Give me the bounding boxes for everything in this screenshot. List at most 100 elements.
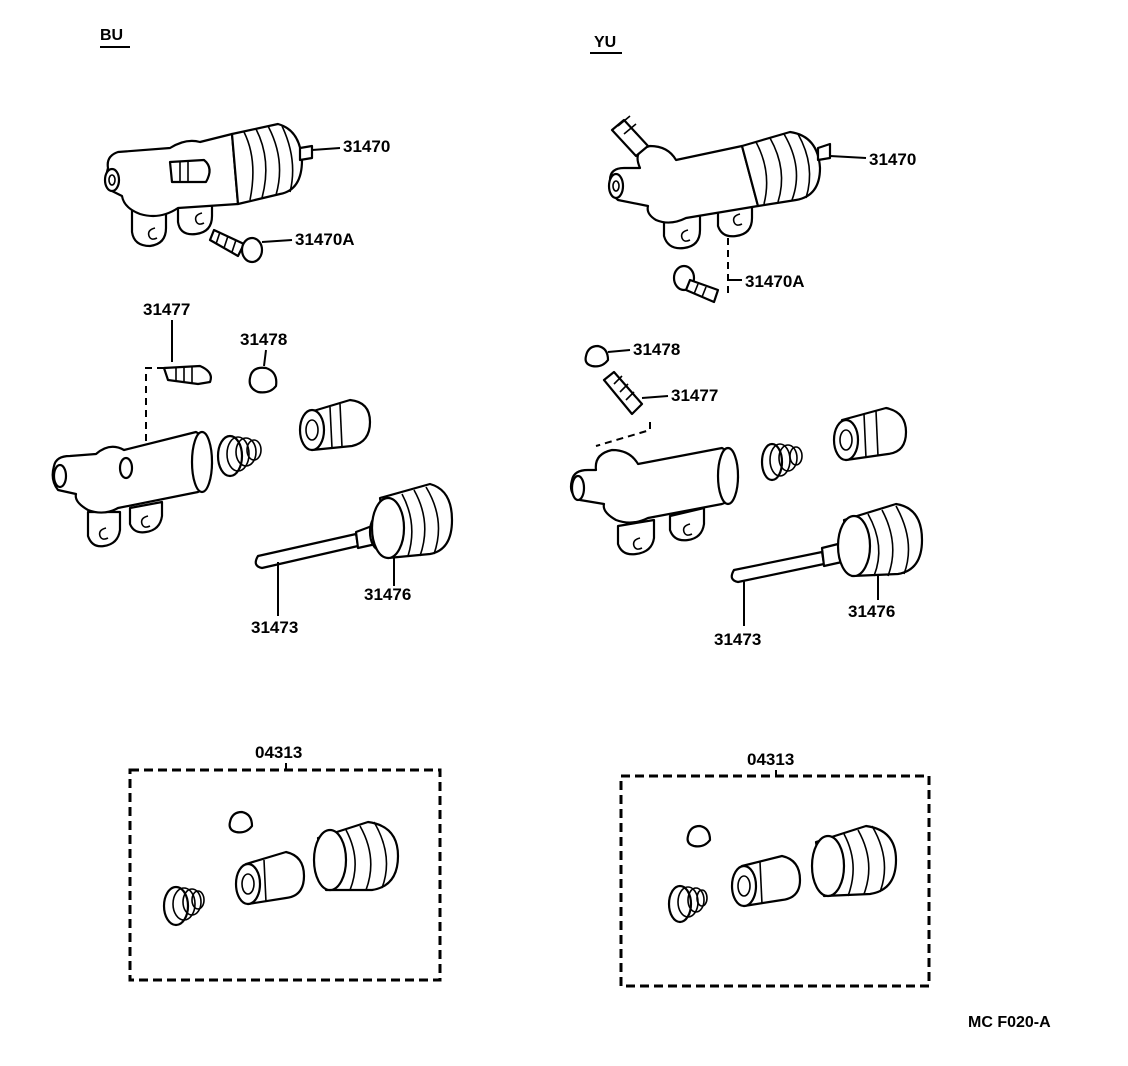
yu-assy-bleeder-thread-1 xyxy=(617,115,631,127)
yu-body-outline xyxy=(569,446,740,524)
yu-bleeder-cap-label: 31478 xyxy=(633,340,680,359)
bu-cylinder-assembly: 31470 xyxy=(103,122,390,248)
yu-assy-bleeder xyxy=(610,118,650,158)
yu-bleeder-cap-body xyxy=(584,344,610,368)
bu-bolt-shank xyxy=(208,228,246,258)
bu-repair-kit-label: 04313 xyxy=(255,743,302,762)
yu-spring-coil-4 xyxy=(789,446,803,466)
bu-kit-boot-rib-1 xyxy=(345,829,356,891)
bu-cylinder-label: 31470 xyxy=(343,137,390,156)
yu-kit-spring-coil-1 xyxy=(667,884,693,924)
yu-push-rod-label: 31473 xyxy=(714,630,761,649)
bu-assy-boot xyxy=(230,122,304,206)
bu-kit-boot-rib-2 xyxy=(359,825,372,891)
yu-bleeder-plug-body xyxy=(602,370,644,416)
bu-bleeder-plug: 31477 xyxy=(143,300,212,386)
yu-cylinder-body xyxy=(569,446,740,556)
yu-repair-kit-label: 04313 xyxy=(747,750,794,769)
yu-body-bore xyxy=(716,446,740,506)
bu-piston-groove-2 xyxy=(339,403,343,448)
bu-assy-rod-tip xyxy=(298,144,314,162)
bu-kit-piston xyxy=(244,850,306,906)
yu-assy-ear-1-hole xyxy=(680,229,691,242)
diagram-code: MC F020-A xyxy=(968,1014,1051,1031)
yu-bolt-shank xyxy=(684,278,720,304)
yu-spring-coil-1 xyxy=(760,442,784,482)
bu-kit-spring-coil-1 xyxy=(162,885,190,927)
yu-kit-piston-face xyxy=(730,864,758,908)
yu-bleeder-plug-label: 31477 xyxy=(671,386,718,405)
yu-bolt-thread-2 xyxy=(701,286,707,298)
bu-body-bleed-port xyxy=(118,456,134,480)
yu-assy-ear-2-hole xyxy=(732,213,743,226)
bu-spring-coil-3 xyxy=(235,437,257,467)
yu-push-rod: 31473 xyxy=(714,542,844,649)
yu-kit-cap xyxy=(686,824,712,848)
yu-piston-groove-2 xyxy=(875,410,879,457)
bu-kit-spring-coil-2 xyxy=(172,887,196,921)
yu-assy-port xyxy=(607,172,625,200)
bu-spring-coil-1 xyxy=(216,434,244,478)
bu-spring xyxy=(216,434,262,478)
yu-kit-boot-opening xyxy=(810,834,846,898)
bu-bleeder-cap-body xyxy=(248,366,278,394)
yu-repair-kit-box xyxy=(619,774,931,988)
bu-piston-groove-1 xyxy=(329,406,333,449)
bu-repair-kit-box xyxy=(128,768,442,982)
bu-assy-boot-rib-4 xyxy=(281,125,294,193)
yu-cylinder-label: 31470 xyxy=(869,150,916,169)
yu-kit-piston-cup xyxy=(737,875,751,897)
bu-bolt-thread-3 xyxy=(231,239,237,253)
bu-cylinder-body xyxy=(51,430,214,548)
yu-kit-spring-coil-4 xyxy=(696,889,708,907)
bu-push-rod-shaft xyxy=(254,532,360,570)
bu-kit-boot-rib-3 xyxy=(373,821,388,889)
yu-kit-boot-rib-2 xyxy=(857,829,870,895)
bu-bolt-thread-2 xyxy=(223,235,229,249)
yu-piston-cup xyxy=(839,429,853,451)
yu-cylinder-leader xyxy=(829,155,867,159)
yu-assy-boot-rib-1 xyxy=(755,141,768,205)
yu-bleeder-cap-leader xyxy=(607,349,631,353)
yu-bleeder-plug-thread-3 xyxy=(625,391,635,401)
yu-spring xyxy=(760,442,803,482)
bu-assy-ear-1-hole xyxy=(147,227,158,240)
yu-assy-boot-rib-4 xyxy=(797,133,811,199)
yu-assy-bleeder-thread-2 xyxy=(623,123,637,135)
bu-bleeder-cap: 31478 xyxy=(240,330,287,394)
bu-push-rod: 31473 xyxy=(251,512,392,637)
yu-spring-coil-3 xyxy=(778,444,798,472)
bu-assy-boot-rib-1 xyxy=(243,131,254,201)
bu-kit-boot-opening xyxy=(312,828,348,892)
yu-piston-groove-1 xyxy=(863,413,867,459)
section-title-yu-text: YU xyxy=(594,34,616,51)
bu-assy-boot-rib-3 xyxy=(267,125,281,196)
section-title-bu: BU xyxy=(100,27,130,48)
bu-kit-spring-coil-3 xyxy=(182,888,202,916)
yu-assy-rod-tip xyxy=(816,142,832,162)
yu-boot-rib-1 xyxy=(867,513,880,577)
yu-kit-spring-coil-3 xyxy=(687,887,705,913)
bu-bolt-leader xyxy=(261,239,293,243)
bu-assy-boot-rib-2 xyxy=(255,128,267,199)
bu-assy-port-inner xyxy=(108,174,116,186)
yu-bleeder-plug: 31477 xyxy=(602,370,718,416)
yu-bleeder-plug-thread-2 xyxy=(619,383,629,393)
yu-body-ear-1 xyxy=(616,518,656,556)
yu-kit-boot-rib-3 xyxy=(871,825,886,893)
yu-boot-opening xyxy=(836,514,872,578)
bu-spring-coil-2 xyxy=(226,436,250,472)
bu-bolt-head xyxy=(240,236,264,264)
yu-body-ear-2-hole xyxy=(682,523,693,536)
yu-bolt: 31470A xyxy=(672,238,805,304)
yu-assy-port-inner xyxy=(612,180,620,192)
yu-body-ear-1-hole xyxy=(632,537,643,550)
bu-body-ear-2-hole xyxy=(140,515,151,528)
bu-bleeder-cap-leader xyxy=(263,349,267,367)
bu-piston-cup xyxy=(305,419,319,441)
bu-boot-rib-1 xyxy=(401,493,413,557)
yu-bleeder-cap: 31478 xyxy=(584,340,680,368)
yu-assy-boot-rib-3 xyxy=(783,133,798,201)
yu-bleeder-plug-thread-1 xyxy=(613,375,623,385)
